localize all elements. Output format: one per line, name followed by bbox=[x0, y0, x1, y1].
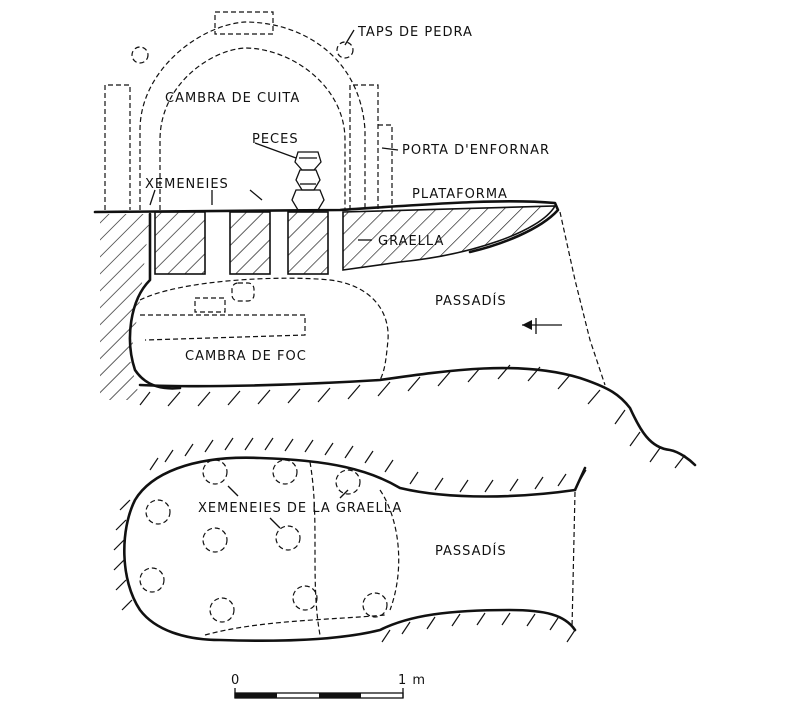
label-passadis-plan: PASSADÍS bbox=[435, 543, 507, 559]
pottery-pieces bbox=[291, 151, 325, 211]
plan-outline bbox=[123, 456, 577, 642]
corridor-end-dashed bbox=[559, 211, 606, 386]
label-porta-denfornar: PORTA D'ENFORNAR bbox=[402, 143, 550, 158]
corridor-arrow bbox=[522, 318, 562, 334]
section-view: TAPS DE PEDRA CAMBRA DE CUITA PECES PORT… bbox=[93, 11, 697, 469]
plan-chamber-boundary bbox=[379, 489, 400, 611]
label-plataforma: PLATAFORMA bbox=[412, 187, 508, 202]
fire-chamber bbox=[139, 277, 389, 381]
platform-surface bbox=[93, 199, 560, 254]
scale-start-label: 0 bbox=[231, 673, 240, 688]
scale-bar: 0 1 m bbox=[231, 673, 426, 699]
cooking-chamber-dome bbox=[104, 11, 393, 210]
grate-bars bbox=[154, 205, 557, 275]
label-cambra-de-foc: CAMBRA DE FOC bbox=[185, 349, 307, 364]
plan-hatch-bottom bbox=[381, 612, 576, 643]
fire-chamber-left-wall bbox=[128, 212, 182, 390]
label-peces: PECES bbox=[252, 132, 299, 147]
leader-arrows bbox=[149, 29, 399, 241]
plan-view: XEMENEIES DE LA GRAELLA PASSADÍS bbox=[113, 437, 587, 643]
label-graella: GRAELLA bbox=[378, 234, 444, 249]
floor-hatch-marks bbox=[139, 364, 686, 469]
label-xemeneies-de-la-graella: XEMENEIES DE LA GRAELLA bbox=[198, 501, 402, 516]
plan-hatch-left bbox=[113, 499, 133, 611]
plan-grate-boundary bbox=[309, 461, 321, 636]
label-taps-de-pedra: TAPS DE PEDRA bbox=[357, 25, 473, 40]
corridor-floor bbox=[138, 366, 697, 467]
label-xemeneies: XEMENEIES bbox=[145, 177, 229, 192]
label-passadis-section: PASSADÍS bbox=[435, 293, 507, 309]
plan-inner-dashed bbox=[204, 614, 386, 636]
plan-leader-arrows bbox=[227, 485, 349, 529]
grate-chimney-holes bbox=[139, 459, 388, 623]
plan-corridor-top-end bbox=[573, 466, 587, 492]
left-wall-hatch bbox=[100, 214, 150, 400]
scale-end-label: 1 m bbox=[398, 673, 426, 688]
label-cambra-de-cuita: CAMBRA DE CUITA bbox=[165, 91, 300, 106]
plan-corridor-end bbox=[571, 491, 576, 629]
